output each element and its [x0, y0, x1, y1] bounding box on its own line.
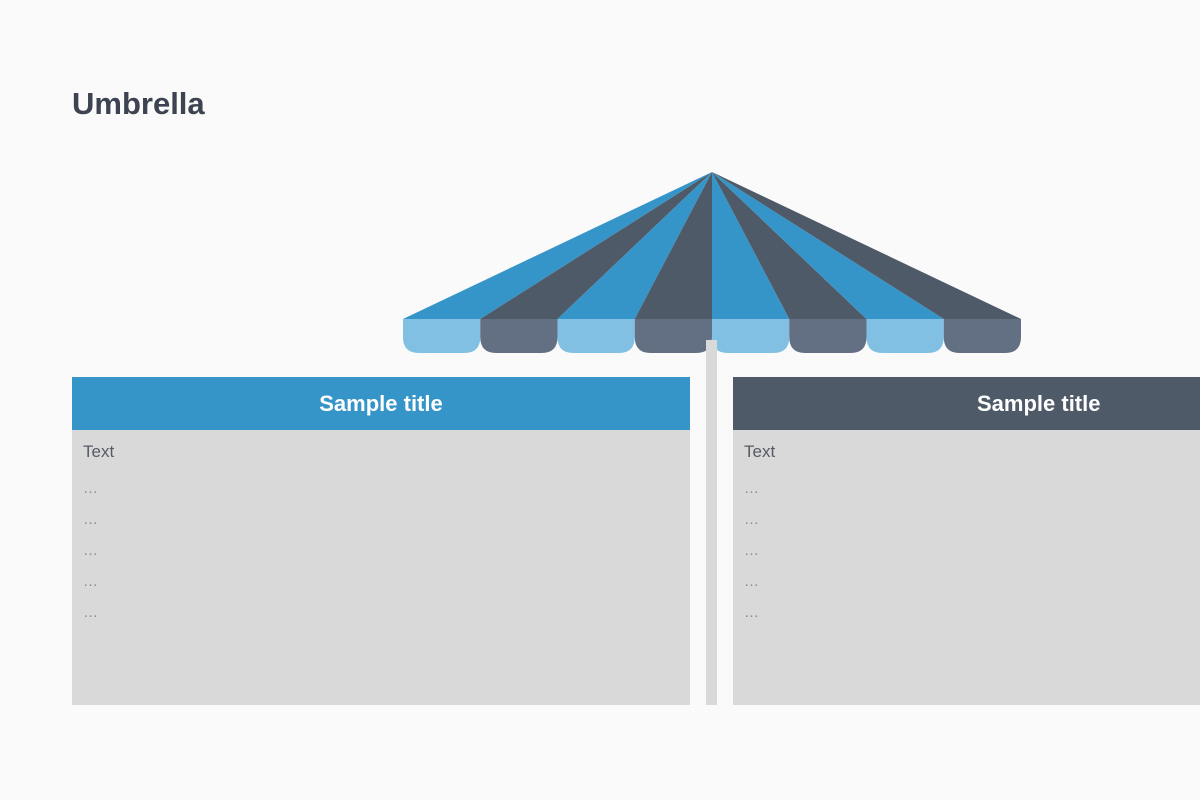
canopy-panel	[634, 172, 712, 319]
canopy-scallop	[943, 319, 1021, 353]
umbrella-canopy	[403, 172, 1021, 319]
panel-right-item: …	[744, 511, 759, 528]
canopy-panel	[712, 172, 1021, 319]
panel-right: Sample title Text … … … … …	[733, 377, 1200, 705]
canopy-panel	[557, 172, 712, 319]
panel-left-item: …	[83, 604, 98, 621]
panel-left-item: …	[83, 573, 98, 590]
canopy-scallop	[480, 319, 558, 353]
panel-left: Sample title Text … … … … …	[72, 377, 690, 705]
panel-right-text: Text	[744, 442, 776, 461]
canopy-scallop	[866, 319, 944, 353]
panel-left-title: Sample title	[319, 390, 443, 416]
panel-right-item: …	[744, 573, 759, 590]
canopy-panel	[480, 172, 712, 319]
canopy-scallop	[789, 319, 867, 353]
panel-right-title: Sample title	[977, 390, 1101, 416]
panel-left-header: Sample title	[72, 377, 690, 430]
page-title: Umbrella	[72, 86, 205, 121]
canopy-panel	[403, 172, 712, 319]
panel-left-item: …	[83, 480, 98, 497]
panel-left-body: Text … … … … …	[72, 430, 690, 628]
panel-left-item: …	[83, 511, 98, 528]
panel-left-text: Text	[83, 442, 115, 461]
panel-left-item: …	[83, 542, 98, 559]
umbrella-scallops	[403, 319, 1021, 353]
panel-right-item: …	[744, 542, 759, 559]
canopy-scallop	[403, 319, 481, 353]
panel-right-body: Text … … … … …	[733, 430, 1200, 628]
umbrella-pole	[706, 340, 717, 705]
canopy-scallop	[557, 319, 635, 353]
canopy-scallop	[712, 319, 790, 353]
panel-right-item: …	[744, 480, 759, 497]
panel-right-item: …	[744, 604, 759, 621]
canopy-scallop	[634, 319, 712, 353]
panel-right-header: Sample title	[733, 377, 1200, 430]
